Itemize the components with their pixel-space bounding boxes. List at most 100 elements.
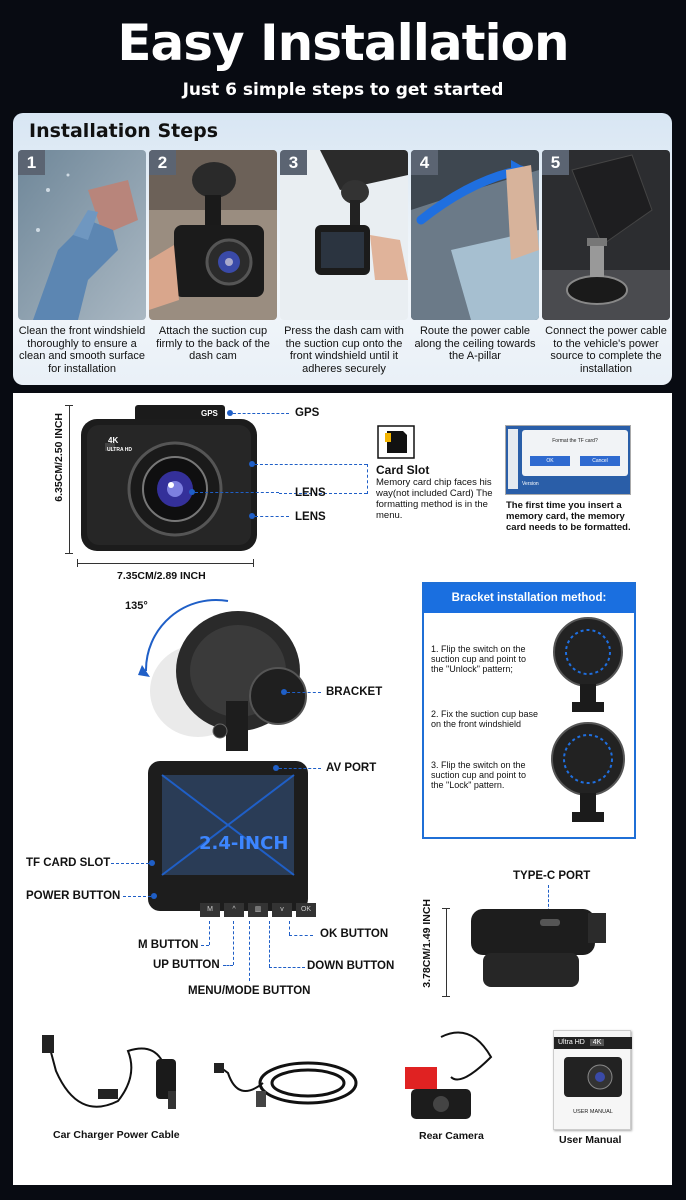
bracket-step-3: 3. Flip the switch on the suction cup an… [431, 760, 527, 790]
av-port-marker [273, 765, 279, 771]
product-details-panel: GPS 4K ULTRA HD GPS LENS LENS 6.35CM/2.5… [13, 393, 672, 1185]
down-button-leader-h [269, 967, 305, 968]
dim-tick [253, 559, 254, 567]
format-ok-button[interactable]: OK [530, 456, 570, 466]
manual-cover-title-text: Ultra HD [558, 1039, 585, 1046]
step-5: 5 Connect the power cable to the vehicle… [542, 150, 670, 375]
step-number: 1 [18, 150, 45, 175]
type-c-callout: TYPE-C PORT [513, 870, 591, 882]
step-number: 4 [411, 150, 438, 175]
car-charger-cable-image [42, 1035, 176, 1109]
manual-cover-caption: USER MANUAL [573, 1109, 613, 1115]
step-1-photo: 1 [18, 150, 146, 320]
dim-tick [77, 559, 78, 567]
manual-cover-camera [564, 1057, 622, 1097]
type-c-leader [548, 885, 549, 921]
up-button-leader [233, 921, 234, 965]
step-5-photo: 5 [542, 150, 670, 320]
4k-badge: 4K [108, 436, 119, 445]
extension-cable-image [214, 1061, 358, 1107]
tf-slot-callout: TF CARD SLOT [26, 857, 111, 869]
lens-marker-3 [249, 513, 255, 519]
rear-camera-image [405, 1031, 493, 1119]
rear-camera-label: Rear Camera [419, 1130, 484, 1142]
lens-callout: LENS [295, 487, 326, 499]
lens-callout-2: LENS [295, 511, 326, 523]
attach-suction-cup-image [149, 150, 277, 320]
card-slot-title: Card Slot [376, 463, 430, 477]
lens-marker-2 [189, 489, 195, 495]
dashcam-rear-image [471, 909, 606, 987]
lens-leader-2 [279, 493, 367, 494]
route-cable-image [411, 150, 539, 320]
step-description: Route the power cable along the ceiling … [414, 325, 536, 362]
down-button-callout: DOWN BUTTON [307, 960, 395, 972]
dim-tick [442, 908, 450, 909]
ok-button-callout: OK BUTTON [320, 928, 389, 940]
menu-mode-button[interactable]: ▥ [248, 903, 268, 917]
gps-badge: GPS [201, 409, 218, 418]
format-screen-sidebar [508, 429, 518, 489]
menu-button-leader [249, 921, 250, 981]
format-cancel-button[interactable]: Cancel [580, 456, 620, 466]
dashcam-front-image [81, 405, 257, 551]
lens-leader-v [367, 464, 368, 494]
manual-label: User Manual [559, 1134, 622, 1146]
height-dimension: 6.35CM/2.50 INCH [53, 413, 65, 502]
dim-tick [442, 996, 450, 997]
bracket-method-box: Bracket installation method: 1. Flip the… [422, 582, 636, 839]
ok-button[interactable]: OK [296, 903, 316, 917]
up-button[interactable]: ^ [224, 903, 244, 917]
format-prompt: Format the TF card? [552, 438, 598, 444]
lens-leader-4 [255, 516, 289, 517]
rear-height-line [446, 908, 447, 996]
gps-leader [233, 413, 289, 414]
width-dimension-line [77, 563, 253, 564]
step-description: Press the dash cam with the suction cup … [284, 325, 404, 375]
power-callout: POWER BUTTON [26, 890, 121, 902]
step-4-photo: 4 [411, 150, 539, 320]
gps-marker [227, 410, 233, 416]
step-number: 5 [542, 150, 569, 175]
bracket-method-heading: Bracket installation method: [424, 584, 634, 613]
bracket-callout: BRACKET [326, 686, 383, 698]
manual-cover-title: Ultra HD 4K [554, 1037, 632, 1049]
tf-slot-marker [149, 860, 155, 866]
page-subtitle: Just 6 simple steps to get started [182, 80, 504, 100]
cleaning-windshield-image [18, 150, 146, 320]
format-screen: Format the TF card? OK Cancel Version [505, 425, 631, 495]
m-button-callout: M BUTTON [138, 939, 199, 951]
step-2-photo: 2 [149, 150, 277, 320]
step-1: 1 Clean the front windshield thoroughly … [18, 150, 146, 375]
ok-button-leader-h [289, 935, 313, 936]
bracket-leader [287, 692, 321, 693]
bracket-step-2: 2. Fix the suction cup base on the front… [431, 709, 539, 729]
rear-height-dimension: 3.78CM/1.49 INCH [421, 899, 433, 988]
steps-heading: Installation Steps [29, 120, 219, 142]
m-button[interactable]: M [200, 903, 220, 917]
power-marker [151, 893, 157, 899]
av-port-leader [279, 768, 321, 769]
gps-callout: GPS [295, 407, 320, 419]
width-dimension: 7.35CM/2.89 INCH [117, 570, 206, 582]
format-note: The first time you insert a memory card,… [506, 500, 631, 533]
lens-leader-3 [195, 492, 279, 493]
bracket-marker [281, 689, 287, 695]
screen-size-label: 2.4-INCH [199, 833, 289, 854]
step-3: 3 Press the dash cam with the suction cu… [280, 150, 408, 375]
step-description: Connect the power cable to the vehicle's… [545, 325, 667, 375]
installation-steps-panel: Installation Steps 1 Clean the front win… [13, 113, 672, 385]
manual-cover-badge: 4K [589, 1039, 605, 1046]
ok-button-leader [289, 921, 290, 935]
power-leader [123, 896, 151, 897]
down-button[interactable]: v [272, 903, 292, 917]
up-button-callout: UP BUTTON [153, 959, 220, 971]
step-description: Attach the suction cup firmly to the bac… [156, 325, 270, 362]
step-3-photo: 3 [280, 150, 408, 320]
bracket-step-1: 1. Flip the switch on the suction cup an… [431, 644, 527, 674]
suction-cup-diagram [551, 617, 625, 822]
dim-tick [65, 405, 73, 406]
press-to-windshield-image [280, 150, 408, 320]
device-button-row: M ^ ▥ v OK [200, 903, 318, 919]
dim-tick [65, 553, 73, 554]
